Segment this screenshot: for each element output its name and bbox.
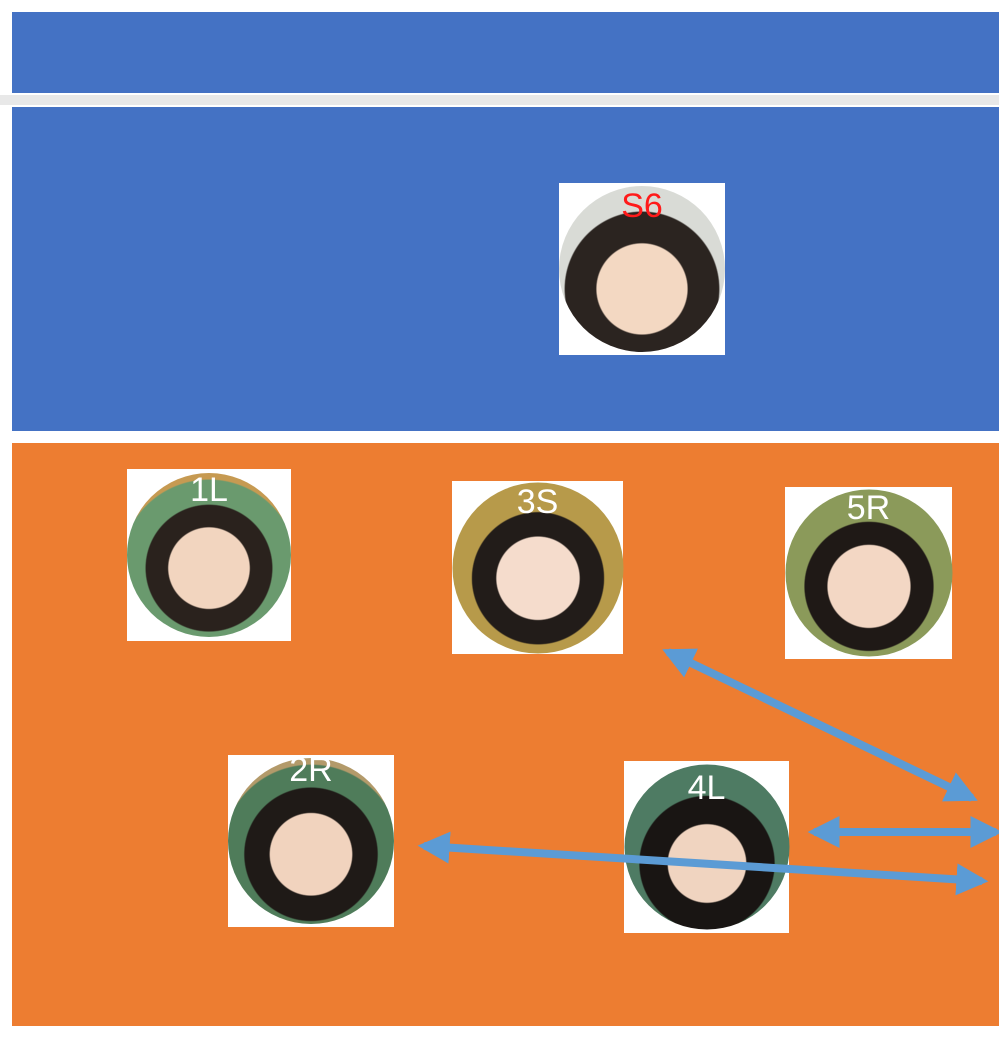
player-card-4l[interactable]: 4L — [624, 761, 789, 933]
player-label-3s: 3S — [516, 483, 559, 521]
player-photo-avatar — [785, 489, 952, 657]
player-card-s6[interactable]: S6 — [559, 183, 725, 355]
player-label-2r: 2R — [289, 751, 333, 789]
player-card-1l[interactable]: 1L — [127, 469, 291, 641]
player-label-4l: 4L — [687, 769, 726, 807]
net-line — [0, 95, 999, 105]
opponent-court — [12, 107, 999, 431]
player-label-5r: 5R — [846, 489, 891, 527]
player-card-3s[interactable]: 3S — [452, 481, 623, 654]
player-photo-avatar — [452, 482, 623, 653]
player-photo-avatar — [559, 186, 725, 352]
player-card-2r[interactable]: 2R — [228, 751, 394, 927]
player-photo-avatar — [127, 473, 291, 637]
player-label-1l: 1L — [190, 471, 228, 509]
player-photo-avatar — [228, 758, 394, 924]
player-label-s6: S6 — [621, 187, 663, 225]
player-card-5r[interactable]: 5R — [785, 487, 952, 659]
opponent-back-strip — [12, 12, 999, 93]
